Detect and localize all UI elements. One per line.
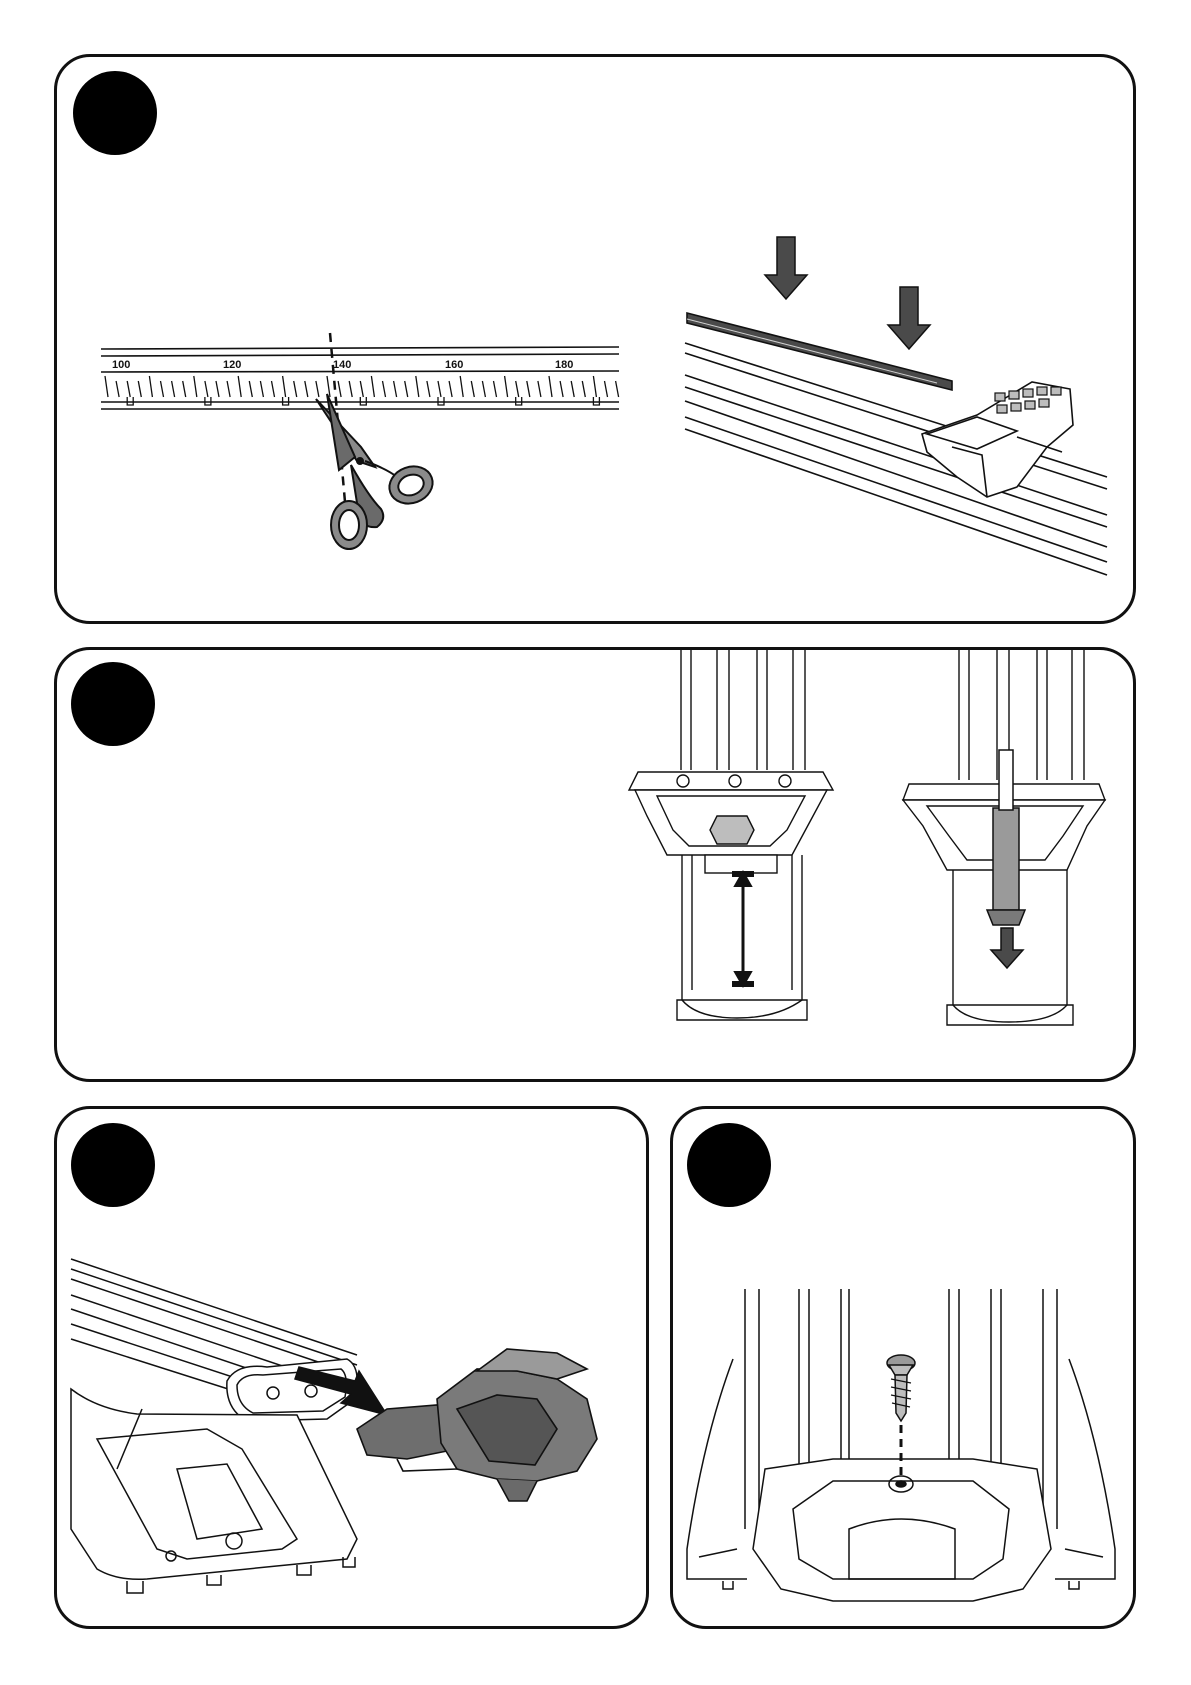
ruler-tick	[416, 376, 419, 397]
ruler-tick	[105, 376, 108, 397]
step-panel-4	[670, 1106, 1136, 1629]
ruler-tick	[349, 381, 352, 397]
ruler-tick	[272, 381, 275, 397]
ruler-label-120: 120	[223, 359, 241, 371]
ruler-tick	[149, 376, 152, 397]
allen-key-icon	[987, 750, 1025, 925]
ruler-tick	[305, 381, 308, 397]
foot-front-view-left	[629, 650, 833, 1020]
ruler-tick	[516, 381, 519, 397]
ruler-notch	[516, 397, 522, 405]
ruler-tick	[338, 381, 341, 397]
arrow-down-icon	[888, 287, 930, 349]
step-panel-1: 100 120 140 160 180	[54, 54, 1136, 624]
ruler-label-140: 140	[333, 359, 351, 371]
ruler-notch	[205, 397, 211, 405]
step-panel-2	[54, 647, 1136, 1082]
ruler-tick	[172, 381, 175, 397]
ruler-tick	[216, 381, 219, 397]
ruler-tick	[183, 381, 186, 397]
ruler-notch	[438, 397, 444, 405]
ruler-tick	[360, 381, 363, 397]
screw-fixing-illustration	[673, 1109, 1139, 1632]
ruler-tick	[438, 381, 441, 397]
ruler-tick	[405, 381, 408, 397]
ruler-tick	[505, 376, 508, 397]
arrow-down-icon	[765, 237, 807, 299]
ruler-strip-illustration: 100 120 140 160 180	[57, 57, 1139, 627]
scissors-icon	[316, 394, 438, 549]
ruler-tick	[593, 376, 596, 397]
ruler-tick	[116, 381, 119, 397]
ruler-tick	[482, 381, 485, 397]
ruler-tick	[127, 381, 130, 397]
end-cap-part	[357, 1349, 597, 1501]
bar-and-foot-perspective	[71, 1259, 357, 1593]
ruler-tick	[494, 381, 497, 397]
ruler-tick	[538, 381, 541, 397]
screw-icon	[887, 1355, 915, 1421]
ruler-tick	[560, 381, 563, 397]
ruler-notch	[127, 397, 133, 405]
ruler-tick	[460, 376, 463, 397]
ruler-tick	[549, 376, 552, 397]
measure-arrow-icon	[733, 872, 753, 986]
ruler-notch	[593, 397, 599, 405]
ruler-tick	[227, 381, 230, 397]
ruler-label-160: 160	[445, 359, 463, 371]
ruler-tick	[161, 381, 164, 397]
ruler-tick	[260, 381, 263, 397]
ruler-tick	[449, 381, 452, 397]
ruler-tick	[138, 381, 141, 397]
ruler-tick	[238, 376, 241, 397]
ruler-tick	[249, 381, 252, 397]
end-cap-insert-illustration	[57, 1109, 652, 1632]
ruler-tick	[383, 381, 386, 397]
ruler-tick	[316, 381, 319, 397]
ruler-tick	[527, 381, 530, 397]
ruler-tick	[283, 376, 286, 397]
ruler-tick	[471, 381, 474, 397]
ruler-label-180: 180	[555, 359, 573, 371]
ruler-label-100: 100	[112, 359, 130, 371]
ruler-tick	[616, 381, 619, 397]
ruler-tick	[571, 381, 574, 397]
ruler-notch	[360, 397, 366, 405]
ruler-tick	[427, 381, 430, 397]
ruler-tick	[294, 381, 297, 397]
foot-measure-illustration	[57, 650, 1139, 1085]
ruler-tick	[394, 381, 397, 397]
ruler-notch	[283, 397, 289, 405]
step-panel-3	[54, 1106, 649, 1629]
ruler-tick	[205, 381, 208, 397]
ruler-ticks	[105, 376, 619, 405]
ruler-tick	[605, 381, 608, 397]
ruler-tick	[371, 376, 374, 397]
ruler-tick	[194, 376, 197, 397]
ruler-labels: 100 120 140 160 180	[112, 359, 573, 371]
ruler-tick	[582, 381, 585, 397]
rail-with-strip-illustration	[685, 313, 1107, 575]
arrow-down-icon	[991, 928, 1023, 968]
